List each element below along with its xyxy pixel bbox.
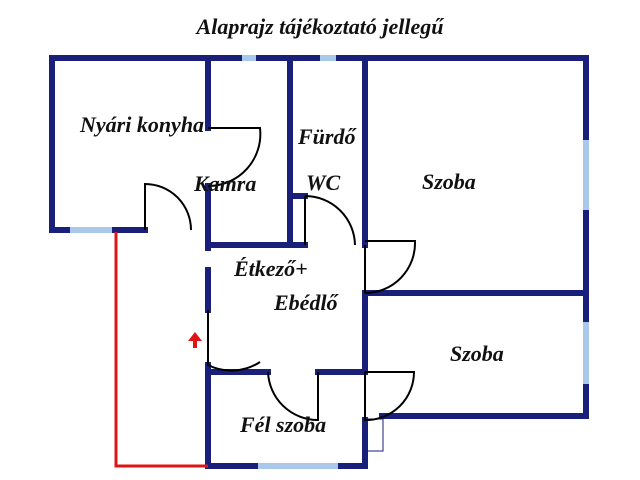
- felszoba-step: [365, 418, 384, 452]
- doors: [144, 127, 417, 422]
- door-szoba-small: [364, 371, 416, 422]
- door-kitchen: [144, 182, 192, 231]
- room-label-etkezo: Étkező+: [234, 256, 308, 281]
- windows: [70, 55, 589, 469]
- plan-title: Alaprajz tájékoztató jellegű: [196, 14, 444, 39]
- wall-outer-left: [49, 55, 589, 419]
- door-hall: [207, 310, 261, 372]
- room-label-ebedlo: Ebédlő: [274, 290, 338, 315]
- room-label-szoba-small: Szoba: [450, 341, 504, 366]
- room-label-fel-szoba: Fél szoba: [240, 412, 327, 437]
- arrow-up-icon: [188, 332, 202, 348]
- room-label-furdo: Fürdő: [298, 124, 356, 149]
- room-label-szoba-large: Szoba: [422, 169, 476, 194]
- door-kamra: [207, 127, 262, 188]
- room-label-kamra: Kamra: [194, 171, 257, 196]
- fence-line: [114, 232, 208, 468]
- room-label-nyari-konyha: Nyári konyha: [80, 112, 205, 137]
- door-wc: [304, 195, 356, 246]
- door-szoba: [364, 240, 417, 294]
- door-felszoba: [267, 371, 319, 422]
- room-label-wc: WC: [306, 170, 341, 195]
